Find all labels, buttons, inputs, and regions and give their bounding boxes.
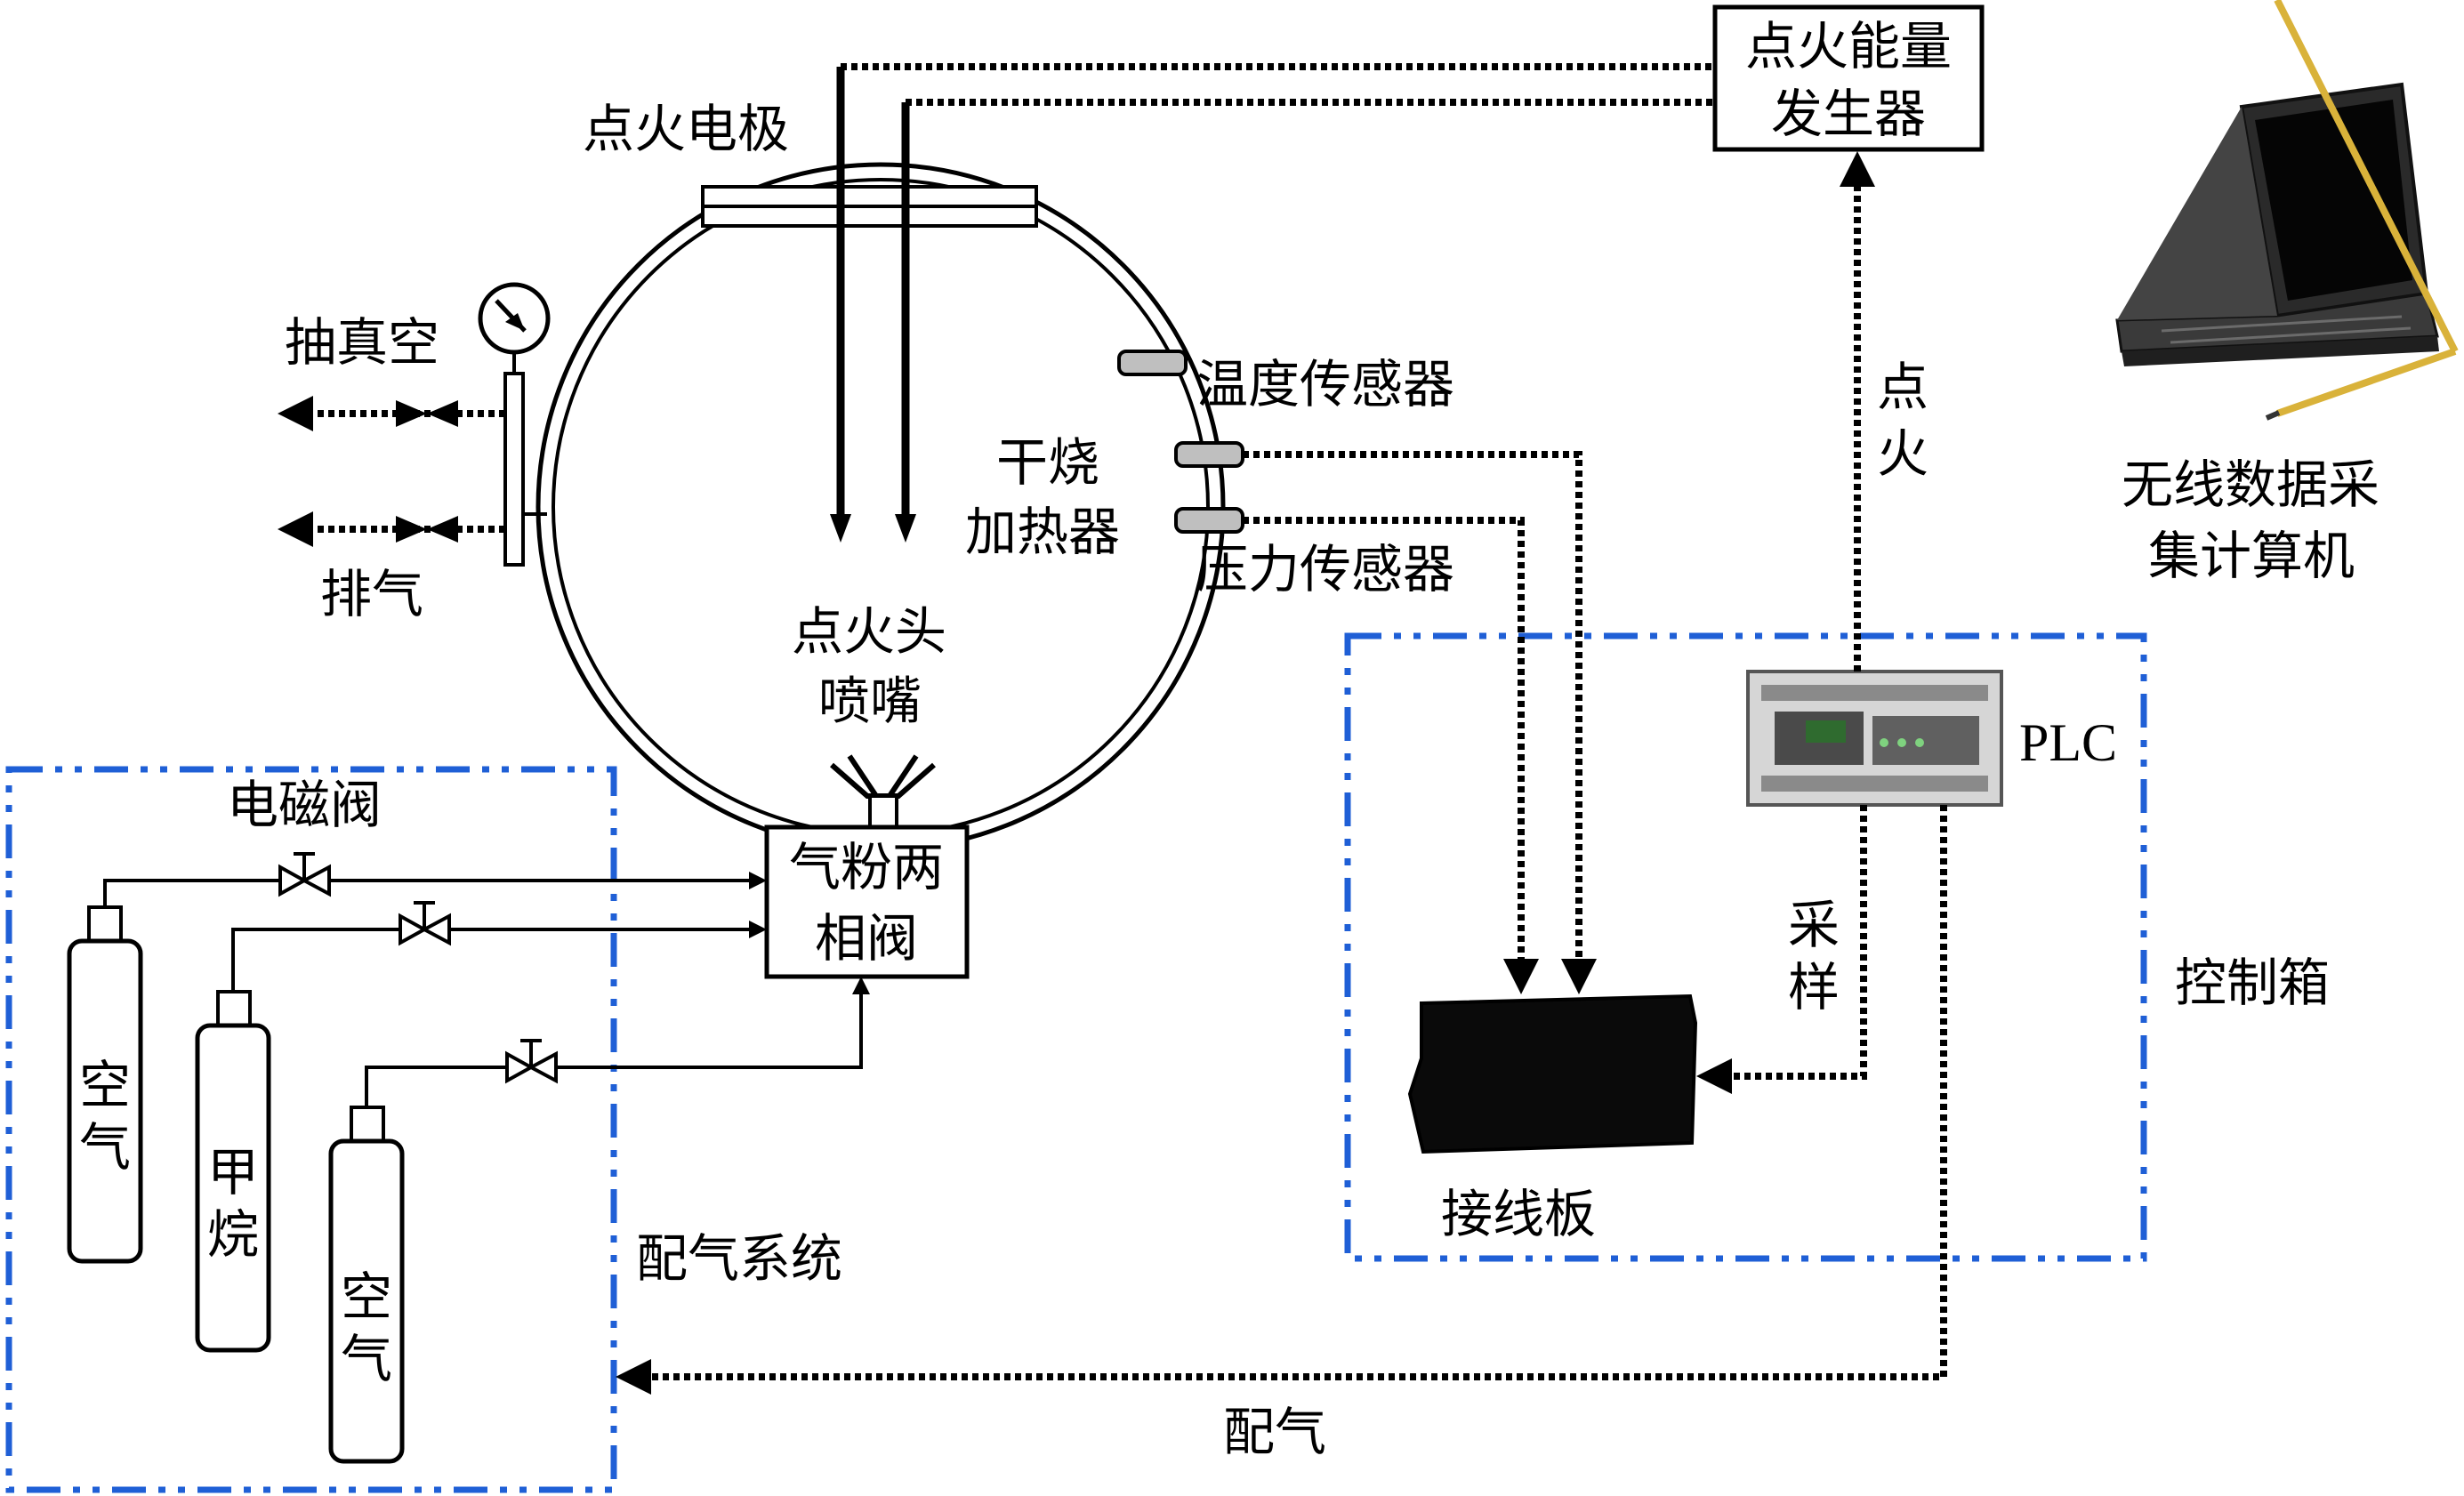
generator-label-line2: 发生器 [1771,84,1926,144]
wireless-pc-label-line2: 集计算机 [2148,526,2355,586]
vacuum-label: 抽真空 [285,312,439,373]
solenoid-valve-1-icon [278,852,331,897]
exhaust-label: 排气 [320,564,423,624]
ignition-electrodes [830,67,916,543]
ignite-label-line2: 火 [1877,423,1929,484]
solenoid-valve-2-icon [399,901,451,946]
ignite-label-line1: 点 [1877,357,1929,417]
vacuum-valve-icon [396,400,458,427]
temperature-sensor [1117,350,1188,376]
cylinder-air-2: 空 气 [328,1106,405,1464]
gas-distribution-label: 配气 [1223,1402,1326,1462]
ignition-head-label-line1: 点火头 [792,601,946,662]
pressure-sensor-label: 压力传感器 [1196,539,1454,599]
solenoid-valve-3-icon [505,1039,558,1084]
terminal-board-label: 接线板 [1441,1184,1596,1244]
pencil-icon [2265,0,2459,421]
pressure-sensor [1174,507,1244,534]
cylinder-air-2-label-line2: 气 [341,1329,392,1389]
plc-unit [1746,670,2003,807]
cylinder-methane-label-line2: 烷 [207,1204,259,1265]
air-line-1 [103,872,767,907]
cylinder-air-1: 空 气 [67,905,143,1264]
cylinder-methane: 甲 烷 [195,990,271,1353]
dry-heater-label-line2: 加热器 [965,502,1120,562]
laptop-icon [2115,82,2439,366]
methane-line [231,921,767,992]
top-flange [701,185,1038,208]
air-line-2 [365,977,870,1107]
solenoid-valve-label: 电磁阀 [227,775,382,835]
sampling-label-line1: 采 [1788,895,1840,955]
two-phase-valve-label-line1: 气粉两 [789,837,944,897]
wireless-pc-label-line1: 无线数据采 [2122,454,2379,515]
generator-label-line1: 点火能量 [1745,16,1952,76]
plc-label: PLC [2019,713,2117,772]
ignition-head-label-line2: 喷嘴 [818,671,922,731]
gas-distribution-system-box [5,766,617,1493]
cylinder-air-1-label-line1: 空 [79,1055,131,1115]
sampling-wire [1696,805,1867,1094]
nozzle-icon [830,754,936,829]
gas-distribution-wire [616,805,1947,1395]
terminal-board [1407,993,1698,1154]
cylinder-air-1-label-line2: 气 [79,1117,131,1178]
heater-sensor [1174,441,1244,468]
heater-signal-wire [1243,451,1597,994]
ignition-energy-generator: 点火能量 发生器 [1712,4,1985,152]
control-box-label: 控制箱 [2175,953,2330,1013]
dry-heater-label-line1: 干烧 [996,432,1099,493]
sampling-label-line2: 样 [1788,957,1840,1017]
temperature-sensor-label: 温度传感器 [1196,354,1454,414]
control-box-frame [1344,632,2147,1262]
cylinder-methane-label-line1: 甲 [207,1142,259,1202]
ignition-electrode-label: 点火电极 [583,99,789,159]
pressure-signal-wire [1243,517,1539,994]
combustion-chamber [535,162,1226,852]
vacuum-exhaust-manifold [278,282,551,567]
two-phase-valve-label-line2: 相阀 [815,908,918,969]
gas-distribution-system-label: 配气系统 [636,1228,842,1289]
cylinder-air-2-label-line1: 空 [341,1267,392,1327]
exhaust-valve-icon [396,516,458,543]
two-phase-valve: 气粉两 相阀 [764,824,970,979]
